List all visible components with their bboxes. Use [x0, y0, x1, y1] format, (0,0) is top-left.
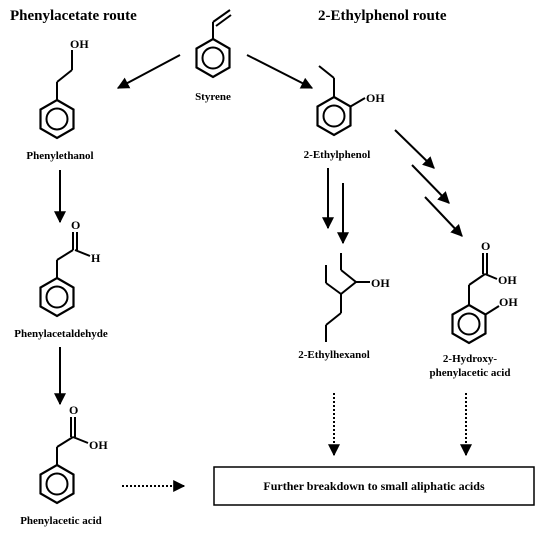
- atom-o-hydroxyacid: O: [481, 239, 490, 253]
- title-ethylphenol-route: 2-Ethylphenol route: [318, 8, 447, 24]
- atom-oh-ethylphenol: OH: [366, 91, 385, 105]
- phenylacetaldehyde-structure: [39, 232, 91, 318]
- atom-o-aldehyde: O: [71, 218, 80, 232]
- label-ethylphenol: 2-Ethylphenol: [304, 149, 371, 161]
- arrow-ethylphenol-to-hydroxy-2: [411, 164, 450, 204]
- atom-o-acid: O: [69, 403, 78, 417]
- label-ethylhexanol: 2-Ethylhexanol: [298, 349, 370, 361]
- phenylethanol-structure: [39, 50, 75, 140]
- arrow-ethylphenol-to-hydroxy-3: [424, 196, 463, 237]
- arrow-ethylphenol-to-hydroxy-1: [394, 129, 435, 169]
- breakdown-box: [213, 466, 535, 506]
- title-phenylacetate-route: Phenylacetate route: [10, 8, 137, 24]
- ethylhexanol-structure: [325, 253, 370, 342]
- atom-oh-hydroxyacid-phenol: OH: [499, 295, 518, 309]
- label-hydroxyphenylacetic-line2: phenylacetic acid: [430, 367, 511, 379]
- label-styrene: Styrene: [195, 91, 231, 103]
- arrow-styrene-to-ethylphenol: [246, 54, 314, 89]
- label-phenylethanol: Phenylethanol: [26, 150, 93, 162]
- breakdown-box-text: Further breakdown to small aliphatic aci…: [263, 479, 485, 493]
- arrow-styrene-to-phenylethanol: [116, 54, 181, 89]
- atom-oh-hydroxyacid-carboxyl: OH: [498, 273, 517, 287]
- label-phenylacetic-acid: Phenylacetic acid: [20, 515, 102, 527]
- label-hydroxyphenylacetic-line1: 2-Hydroxy-: [443, 353, 498, 365]
- atom-oh-acid: OH: [89, 438, 108, 452]
- label-phenylacetaldehyde: Phenylacetaldehyde: [14, 328, 108, 340]
- hydroxyphenylacetic-acid-structure: [451, 253, 500, 345]
- atom-oh-phenylethanol: OH: [70, 37, 89, 51]
- ethylphenol-structure: [316, 65, 366, 137]
- atom-oh-ethylhexanol: OH: [371, 276, 390, 290]
- styrene-structure: [195, 9, 232, 79]
- atom-h-aldehyde: H: [91, 251, 101, 265]
- phenylacetic-acid-structure: [39, 417, 89, 505]
